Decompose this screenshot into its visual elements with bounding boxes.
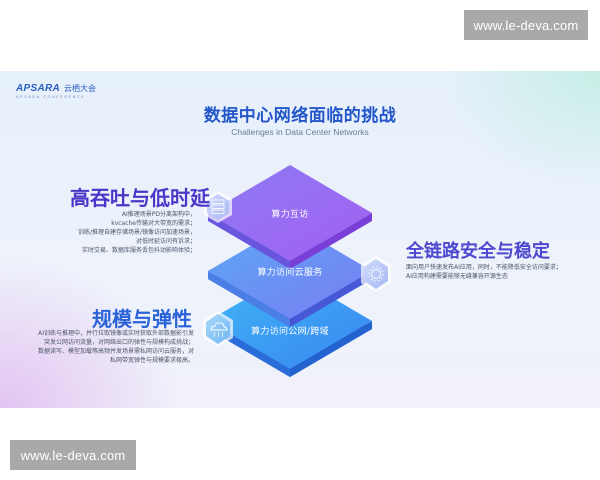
challenge-heading-scale-elasticity: 规模与弹性 — [92, 307, 192, 331]
desc-line: AI应用构建需要能够无缝兼容开源生态 — [406, 273, 508, 280]
desc-line: 私网带宽弹性与规模要求极高。 — [109, 357, 194, 364]
cloud-icon — [203, 311, 233, 347]
logo-brand: APSARA — [16, 83, 61, 94]
challenge-desc-scale-elasticity: AI训练与推理中，并行拉取镜像或实时获取外部数据影引发 突发公网访问流量，对网络… — [14, 329, 194, 365]
gear-icon — [361, 256, 391, 292]
desc-line: 突发公网访问流量，对网络出口的弹性与规模构成挑战； — [43, 339, 194, 346]
desc-line: AI训练与推理中，并行拉取镜像或实时获取外部数据影引发 — [38, 330, 194, 337]
layer-label-compute-cloud-service: 算力访问云服务 — [257, 268, 323, 278]
desc-line: 对低时延访问有诉求； — [135, 238, 196, 245]
desc-line: 实时交易、数据库服务丢包抖动影响体验； — [81, 247, 196, 254]
watermark-top: www.le-deva.com — [464, 10, 588, 40]
desc-line: 训练/推理自建存储场景/镜像访问加速场景， — [77, 229, 196, 236]
desc-line: 面向用户快速发布AI应用，同时，不能降低安全访问要求； — [406, 264, 562, 271]
slide-title: 数据中心网络面临的挑战 — [203, 106, 397, 126]
layer-stack-diagram — [203, 165, 391, 377]
layer-label-compute-public-network: 算力访问公网/跨域 — [251, 327, 329, 337]
watermark-bottom: www.le-deva.com — [10, 440, 136, 470]
desc-line: kvcache传输对大带宽的需求； — [111, 220, 196, 227]
challenge-heading-throughput-latency: 高吞吐与低时延 — [70, 186, 210, 210]
layer-label-compute-interconnect: 算力互访 — [271, 210, 309, 220]
challenge-desc-security-stability: 面向用户快速发布AI应用，同时，不能降低安全访问要求； AI应用构建需要能够无缝… — [406, 263, 586, 281]
desc-line: 数据读写、模型加载等高频并发场景需私网访问云服务，对 — [37, 348, 194, 355]
logo-brand-cn: 云栖大会 — [64, 84, 97, 93]
desc-line: AI推理场景PD分离架构中， — [121, 211, 196, 218]
slide-subtitle: Challenges in Data Center Networks — [231, 127, 369, 137]
layer-2 — [208, 223, 372, 327]
server-icon — [204, 191, 232, 223]
challenge-heading-security-stability: 全链路安全与稳定 — [406, 241, 550, 262]
challenge-desc-throughput-latency: AI推理场景PD分离架构中， kvcache传输对大带宽的需求； 训练/推理自建… — [26, 210, 196, 255]
slide: APSARA 云栖大会 APSARA CONFERENCE 数据中心网络面临的挑… — [0, 71, 600, 408]
logo-subtitle: APSARA CONFERENCE — [16, 95, 86, 99]
layer-1 — [208, 165, 372, 269]
conference-logo: APSARA 云栖大会 APSARA CONFERENCE — [16, 83, 96, 99]
